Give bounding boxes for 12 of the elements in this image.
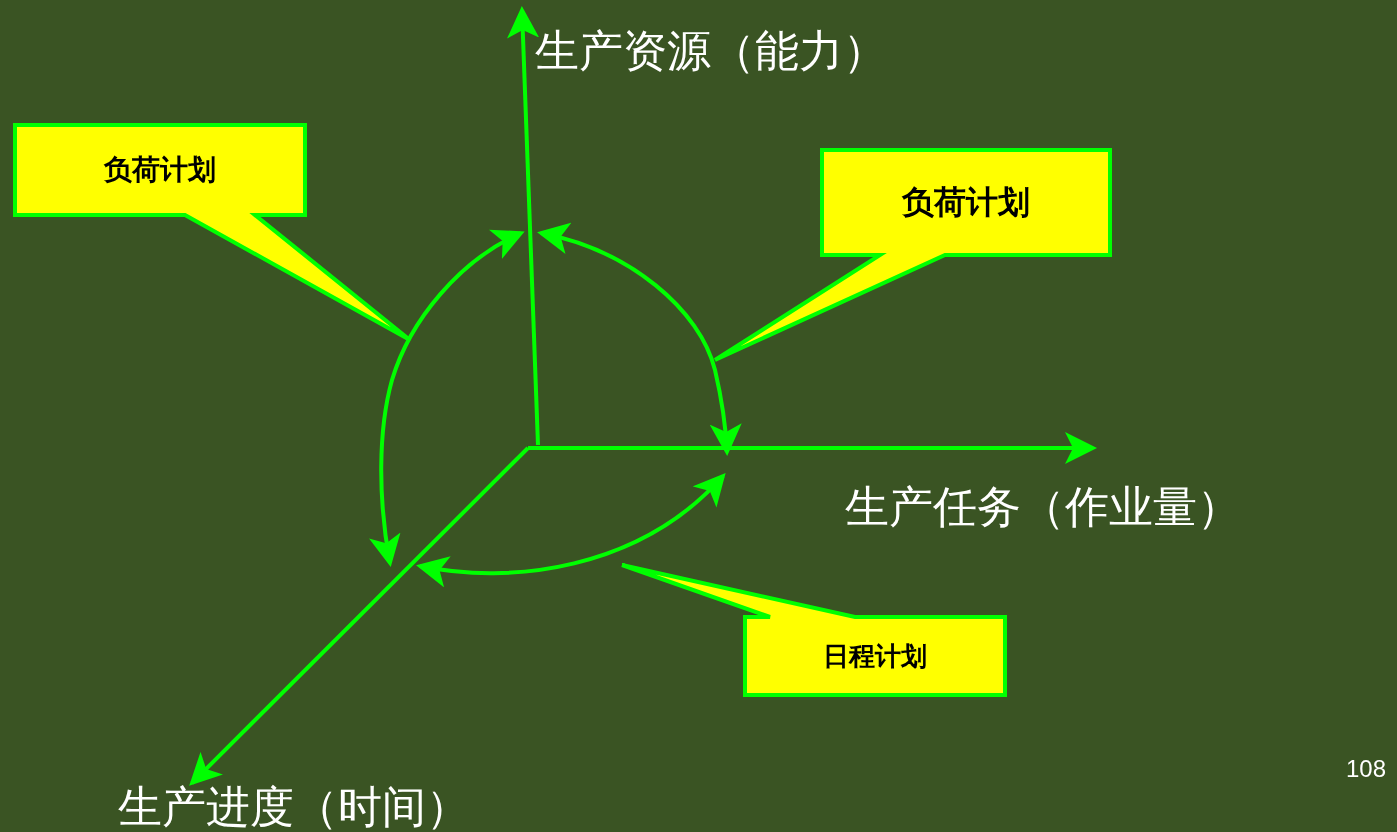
- axis-label: 生产进度（时间）: [118, 780, 470, 832]
- curved-arrow: [537, 223, 742, 456]
- page-number: 108: [1346, 755, 1387, 783]
- axis-label: 生产任务（作业量）: [845, 480, 1241, 534]
- curved-arrow: [416, 473, 726, 587]
- callout-box: 负荷计划: [13, 123, 412, 342]
- axis-arrow: [528, 432, 1097, 464]
- axis-arrow: [189, 446, 530, 786]
- callout-box: 负荷计划: [713, 148, 1112, 362]
- axis-label: 生产资源（能力）: [535, 24, 887, 78]
- callout-box: 日程计划: [620, 563, 1007, 697]
- curved-arrow: [369, 231, 525, 567]
